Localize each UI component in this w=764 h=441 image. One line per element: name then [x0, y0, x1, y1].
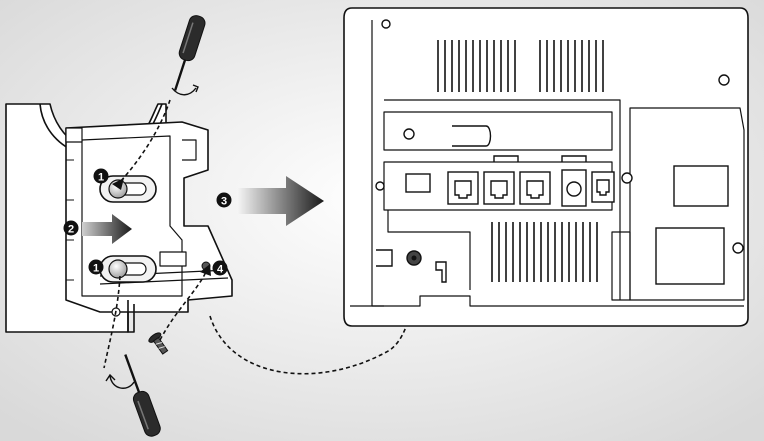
upper-adjust-slot: [100, 176, 156, 202]
phone-hole-left1-icon: [404, 129, 414, 139]
power-port-icon: [406, 174, 430, 192]
label-area-upper: [674, 166, 728, 206]
step-2-label: 2: [68, 224, 74, 236]
step-4-label: 4: [217, 264, 224, 276]
phone-hole-left2-icon: [376, 182, 384, 190]
lower-adjust-slot: [100, 256, 156, 282]
step-badge-1-upper-icon: 1: [94, 169, 109, 184]
step-badge-3-icon: 3: [217, 193, 232, 208]
lower-screw-icon: [109, 260, 127, 278]
step-badge-1-lower-icon: 1: [89, 260, 104, 275]
step-badge-2-icon: 2: [64, 221, 79, 236]
phone-hole-topleft-icon: [382, 20, 390, 28]
phone-hole-lower-right-icon: [733, 243, 743, 253]
phone-hole-topright-icon: [719, 75, 729, 85]
step-1-upper-label: 1: [98, 172, 104, 184]
step-badge-4-icon: 4: [213, 261, 228, 276]
label-area-lower: [656, 228, 724, 284]
phone-hole-right-icon: [622, 173, 632, 183]
step-1-lower-label: 1: [93, 263, 99, 275]
step-3-label: 3: [221, 196, 227, 208]
